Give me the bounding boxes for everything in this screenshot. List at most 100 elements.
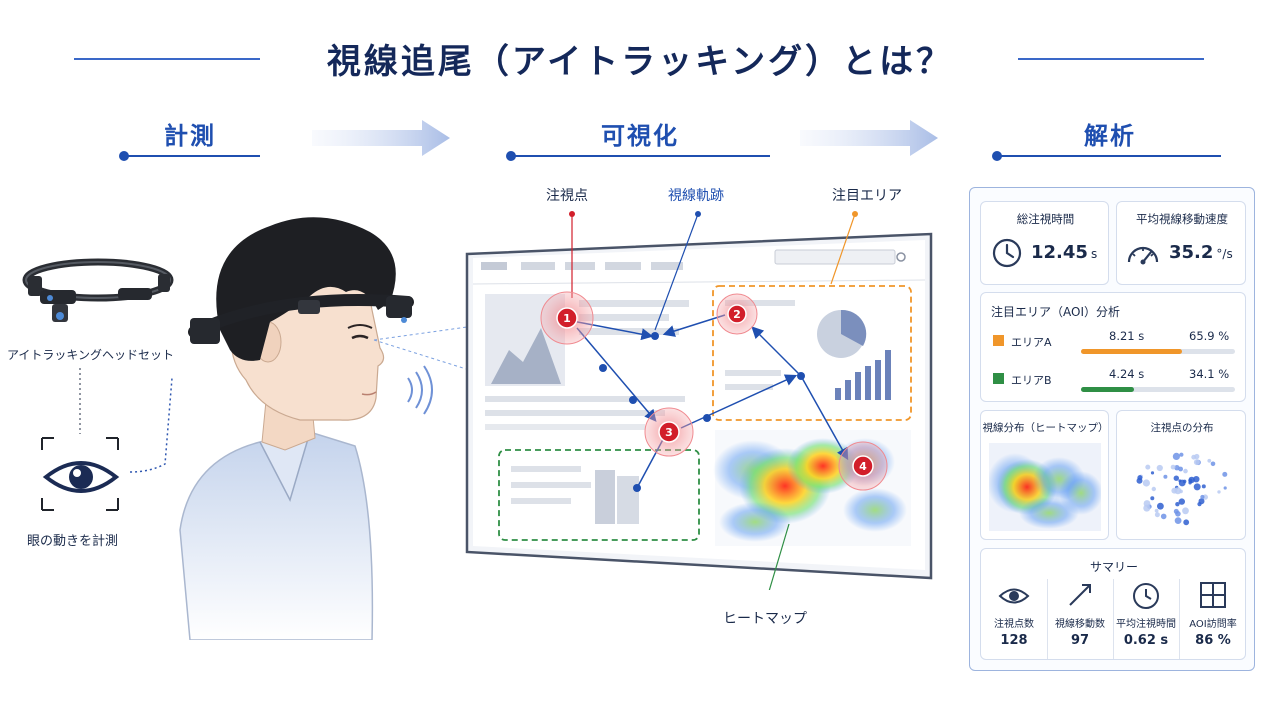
scatter-dot	[1178, 466, 1183, 472]
scatter-dot	[1170, 464, 1176, 470]
title-line-left	[74, 58, 260, 60]
step-visualize: 可視化	[601, 122, 679, 150]
scatter-dot	[1193, 476, 1200, 483]
fixation-1: 1	[540, 291, 594, 345]
summary-fixation-count-label: 注視点数	[994, 619, 1034, 630]
step-arrow-1-icon	[312, 120, 450, 156]
summary-fixation-count-value: 128	[1000, 633, 1028, 648]
scatter-dot	[1157, 502, 1164, 510]
fixation-4-label: 4	[859, 460, 867, 473]
scatter-dot	[1151, 486, 1156, 492]
scatter-dot	[1191, 454, 1197, 460]
fixation-scatter-plot	[1136, 452, 1228, 526]
scatter-dot	[1154, 508, 1159, 513]
scatter-dot	[1198, 498, 1205, 505]
fixation-4: 4	[838, 441, 888, 491]
callout-fixation: 注視点	[546, 188, 588, 204]
aoi-analysis-card: 注目エリア（AOI）分析 エリアA 8.21 s 65.9 % エリアB 4.2…	[980, 292, 1246, 402]
step-analyze: 解析	[1084, 122, 1136, 150]
scatter-dot	[1222, 471, 1228, 477]
summary-grid-icon	[1200, 582, 1226, 608]
scatter-dot	[1179, 452, 1184, 457]
scatter-dot	[1143, 500, 1151, 507]
aoi-a-swatch	[993, 335, 1004, 346]
total-fixation-label: 総注視時間	[1016, 212, 1075, 226]
scatter-dot	[1178, 498, 1185, 505]
summary-title: サマリー	[1089, 560, 1138, 574]
aoi-a-percent: 65.9 %	[1189, 329, 1230, 343]
fixation-3: 3	[644, 407, 694, 457]
scatter-dot	[1183, 468, 1188, 474]
aoi-a-time: 8.21 s	[1109, 329, 1145, 343]
scatter-dot	[1173, 475, 1179, 481]
callout-scanpath: 視線軌跡	[668, 188, 724, 204]
summary-card: サマリー 注視点数 128 視線移動数 97 平均注視時間 0.62 s AOI…	[980, 548, 1246, 660]
scatter-dot	[1193, 483, 1201, 491]
scatter-dot	[1183, 519, 1190, 526]
scatter-dot	[1137, 475, 1143, 481]
step-analyze-line	[997, 155, 1221, 157]
avg-speed-card: 平均視線移動速度 35.2°/s	[1116, 201, 1246, 285]
scatter-dot	[1156, 464, 1163, 472]
scatter-dot	[1201, 484, 1206, 489]
aoi-b-bar-fill	[1081, 387, 1134, 392]
step-visualize-line	[511, 155, 770, 157]
fixation-3-label: 3	[665, 426, 673, 439]
fixation-1-label: 1	[563, 312, 571, 325]
summary-saccade-count-label: 視線移動数	[1055, 619, 1105, 630]
summary-saccade-count-value: 97	[1070, 633, 1090, 648]
speedometer-icon	[1127, 246, 1159, 265]
summary-clock-icon	[1133, 583, 1159, 609]
scatter-dot	[1172, 452, 1180, 460]
aoi-a-name: エリアA	[1011, 336, 1052, 349]
scatter-dot	[1150, 496, 1155, 501]
scatter-dot	[1178, 479, 1186, 487]
step-arrow-2-icon	[800, 120, 938, 156]
eye-tracking-headset-icon	[22, 258, 174, 322]
scatter-dot	[1154, 512, 1160, 518]
step-measure-line	[124, 155, 260, 157]
scatter-dot	[1145, 464, 1151, 470]
title-line-right	[1018, 58, 1204, 60]
heatmap-card: 視線分布（ヒートマップ）	[980, 410, 1109, 540]
fixation-2: 2	[716, 293, 758, 335]
aoi-b-name: エリアB	[1011, 374, 1052, 387]
summary-trend-arrow-icon	[1069, 584, 1091, 606]
fixation-distribution-title: 注視点の分布	[1150, 422, 1214, 434]
summary-divider-2	[1113, 579, 1114, 659]
heatmap-thumbnail	[989, 443, 1101, 531]
eye-measure-label: 眼の動きを計測	[27, 534, 119, 549]
scatter-dot	[1210, 461, 1216, 467]
scatter-dot	[1174, 517, 1182, 524]
aoi-a-bar	[1081, 349, 1235, 354]
summary-avg-fixation-value: 0.62 s	[1123, 633, 1169, 648]
aoi-a-bar-fill	[1081, 349, 1183, 354]
eye-measure-frame	[41, 368, 173, 511]
fixation-distribution-card: 注視点の分布	[1116, 410, 1246, 540]
summary-divider-3	[1179, 579, 1180, 659]
callout-aoi: 注目エリア	[832, 188, 902, 204]
clock-icon	[992, 238, 1022, 268]
scatter-dot	[1188, 481, 1192, 485]
eye-icon	[42, 461, 120, 493]
scatter-dot	[1200, 494, 1205, 500]
scatter-dot	[1142, 479, 1150, 487]
scatter-dot	[1223, 486, 1227, 490]
scatter-dot	[1175, 502, 1180, 507]
summary-aoi-visit-label: AOI訪問率	[1189, 619, 1237, 630]
aoi-analysis-title: 注目エリア（AOI）分析	[991, 305, 1120, 319]
avg-speed-label: 平均視線移動速度	[1136, 212, 1228, 226]
scatter-dot	[1160, 513, 1167, 520]
scatter-dot	[1150, 471, 1155, 475]
person-with-headset-illustration	[179, 217, 433, 640]
fixation-2-label: 2	[733, 308, 741, 321]
avg-speed-value: 35.2°/s	[1169, 242, 1233, 263]
summary-divider-1	[1047, 579, 1048, 659]
heatmap-title: 視線分布（ヒートマップ）	[982, 422, 1109, 434]
scatter-dot	[1175, 511, 1181, 517]
summary-avg-fixation-label: 平均注視時間	[1116, 619, 1176, 630]
scatter-dot	[1217, 490, 1221, 494]
